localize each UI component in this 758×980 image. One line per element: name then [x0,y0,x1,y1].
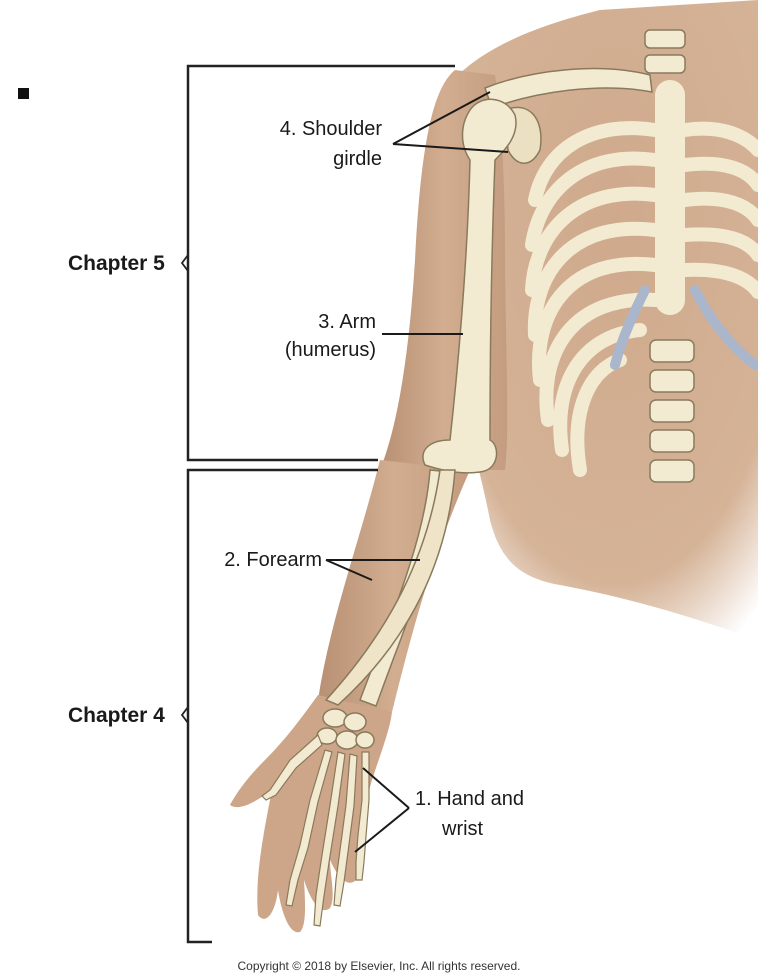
copyright-notice: Copyright © 2018 by Elsevier, Inc. All r… [238,959,521,973]
forearm-label: 2. Forearm [224,549,322,571]
shoulder-girdle-label-line2: girdle [333,148,382,170]
shoulder-girdle-label-line1: 4. Shoulder [280,118,383,140]
arm-label-line2: (humerus) [285,339,376,361]
arm-label-line1: 3. Arm [318,311,376,333]
bullet-marker [18,88,29,99]
hand-wrist-label-line2: wrist [441,818,484,840]
chapter-5-label: Chapter 5 [68,252,165,275]
hand-wrist-label-line1: 1. Hand and [415,788,524,810]
chapter-4-label: Chapter 4 [68,704,165,727]
